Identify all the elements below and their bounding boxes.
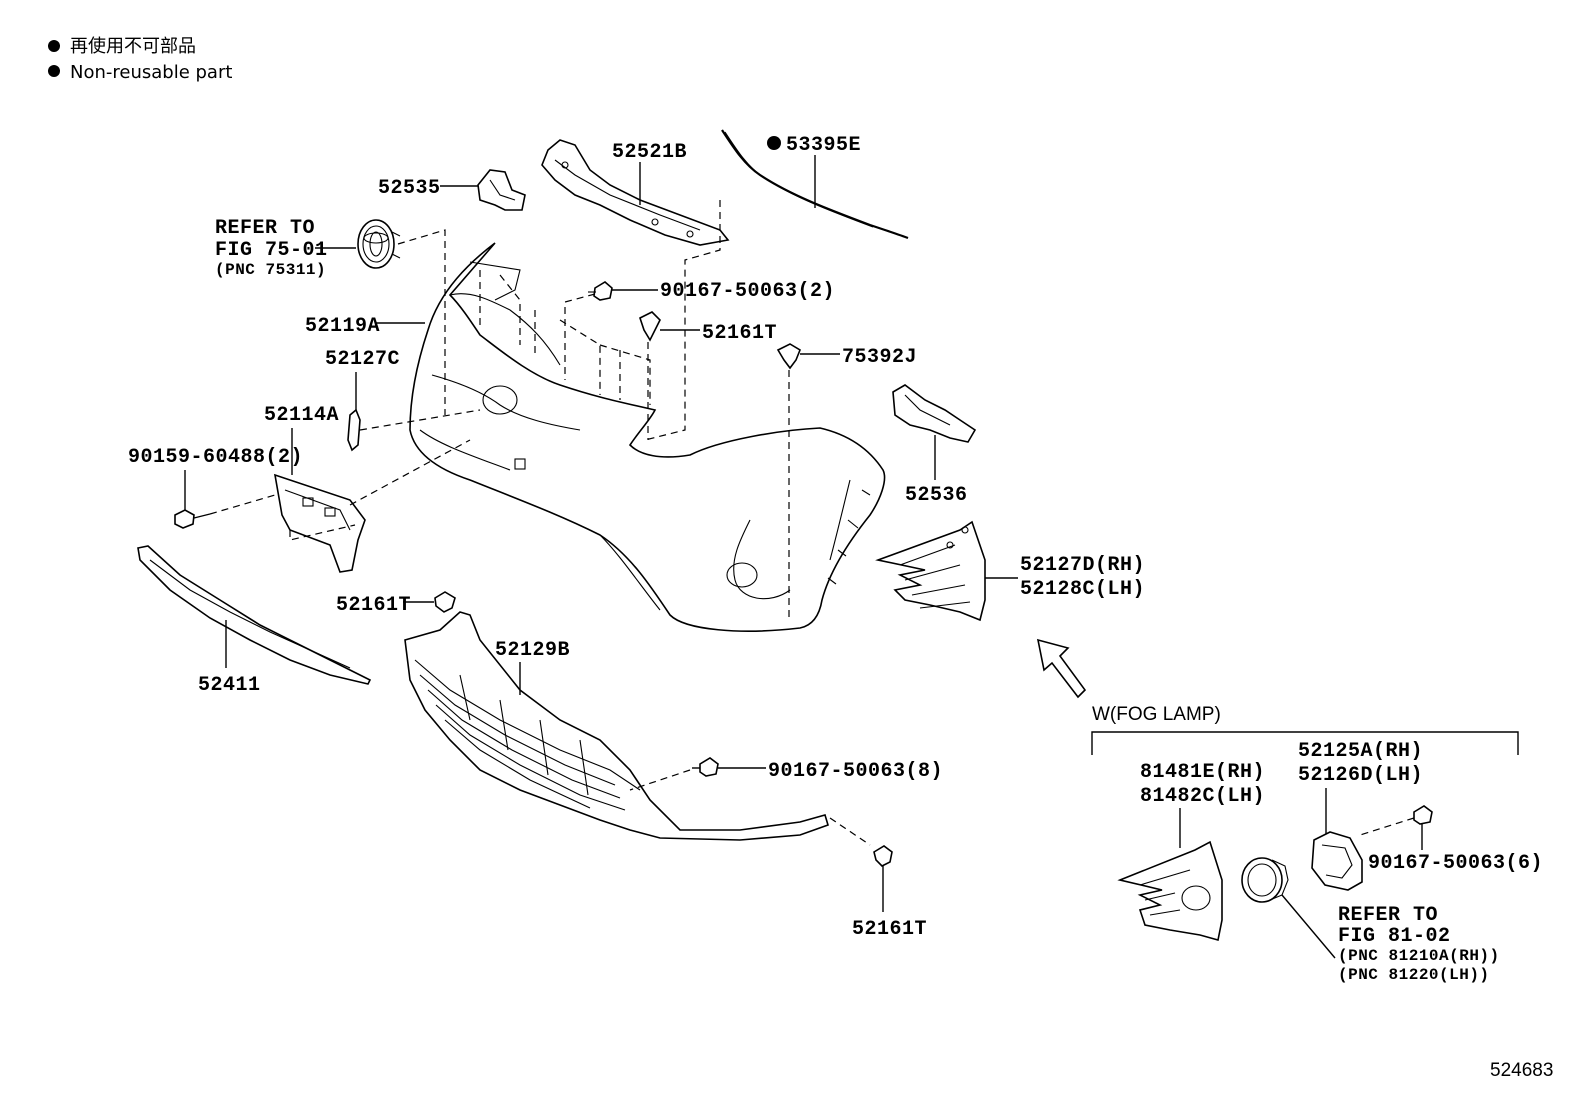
lower-molding-52411[interactable] [137,545,372,685]
legend-jp: 再使用不可部品 [70,36,196,57]
clip-90167-50063-2[interactable] [588,281,613,301]
emblem-toyota-icon[interactable] [357,219,401,269]
fog-lamp-bracket-52125a[interactable] [1311,831,1363,891]
label-52161t-top: 52161T [702,322,777,345]
label-52161t-mid: 52161T [336,594,411,617]
fog-lamp-cover-81481e[interactable] [1117,840,1223,942]
label-90167-50063-8: 90167-50063(8) [768,760,943,783]
label-52127d: 52127D(RH) [1020,554,1145,577]
label-52536: 52536 [905,484,968,507]
part-52127c[interactable] [347,408,361,452]
refer-label-2a: REFER TO [1338,904,1438,927]
non-reusable-bullet-icon [48,65,60,77]
label-81481e: 81481E(RH) [1140,761,1265,784]
label-90159-60488: 90159-60488(2) [128,446,303,469]
fog-cover-52127d[interactable] [875,520,986,622]
label-52521b: 52521B [612,141,687,164]
label-52128c: 52128C(LH) [1020,578,1145,601]
refer-label-1c: (PNC 75311) [215,261,326,279]
label-52535: 52535 [378,177,441,200]
label-52114a: 52114A [264,404,339,427]
label-53395e: 53395E [786,134,861,157]
label-52411: 52411 [198,674,261,697]
refer-label-2b: FIG 81-02 [1338,925,1451,948]
clip-52161t-top[interactable] [639,311,661,342]
bracket-52535[interactable] [477,169,526,211]
retainer-52521b[interactable] [541,139,730,246]
label-52127c: 52127C [325,348,400,371]
refer-label-2d: (PNC 81220(LH)) [1338,966,1490,984]
clip-52161t-bottom[interactable] [873,845,893,867]
fog-group-label: W(FOG LAMP) [1092,704,1221,725]
label-75392j: 75392J [842,346,917,369]
label-52119a: 52119A [305,315,380,338]
clip-52161t-mid[interactable] [434,591,456,613]
bumper-cover-52119a[interactable] [409,242,886,632]
non-reusable-bullet-icon [48,40,60,52]
label-52126d: 52126D(LH) [1298,764,1423,787]
label-90167-50063-2: 90167-50063(2) [660,280,835,303]
refer-label-1a: REFER TO [215,217,315,240]
direction-arrow-icon [1036,638,1087,699]
bolt-90159-60488[interactable] [174,509,211,529]
bracket-52536[interactable] [892,384,977,443]
label-52129b: 52129B [495,639,570,662]
clip-90167-50063-6[interactable] [1413,805,1433,825]
fog-lamp-icon[interactable] [1241,857,1289,903]
label-52125a: 52125A(RH) [1298,740,1423,763]
legend-en: Non-reusable part [70,62,232,83]
refer-label-1b: FIG 75-01 [215,239,328,262]
lower-grille-52129b[interactable] [404,611,829,841]
label-90167-50063-6: 90167-50063(6) [1368,852,1543,875]
label-52161t-bottom: 52161T [852,918,927,941]
clip-90167-50063-8[interactable] [692,757,719,777]
legend: 再使用不可部品 Non-reusable part [48,36,232,83]
fog-group-bracket [1091,731,1519,755]
seal-53395e[interactable] [721,129,909,240]
bracket-52114a[interactable] [273,473,366,573]
refer-label-2c: (PNC 81210A(RH)) [1338,947,1500,965]
non-reusable-mark-icon [767,136,781,150]
label-81482c: 81482C(LH) [1140,785,1265,808]
clip-75392j[interactable] [776,343,801,370]
figure-id: 524683 [1490,1060,1553,1081]
